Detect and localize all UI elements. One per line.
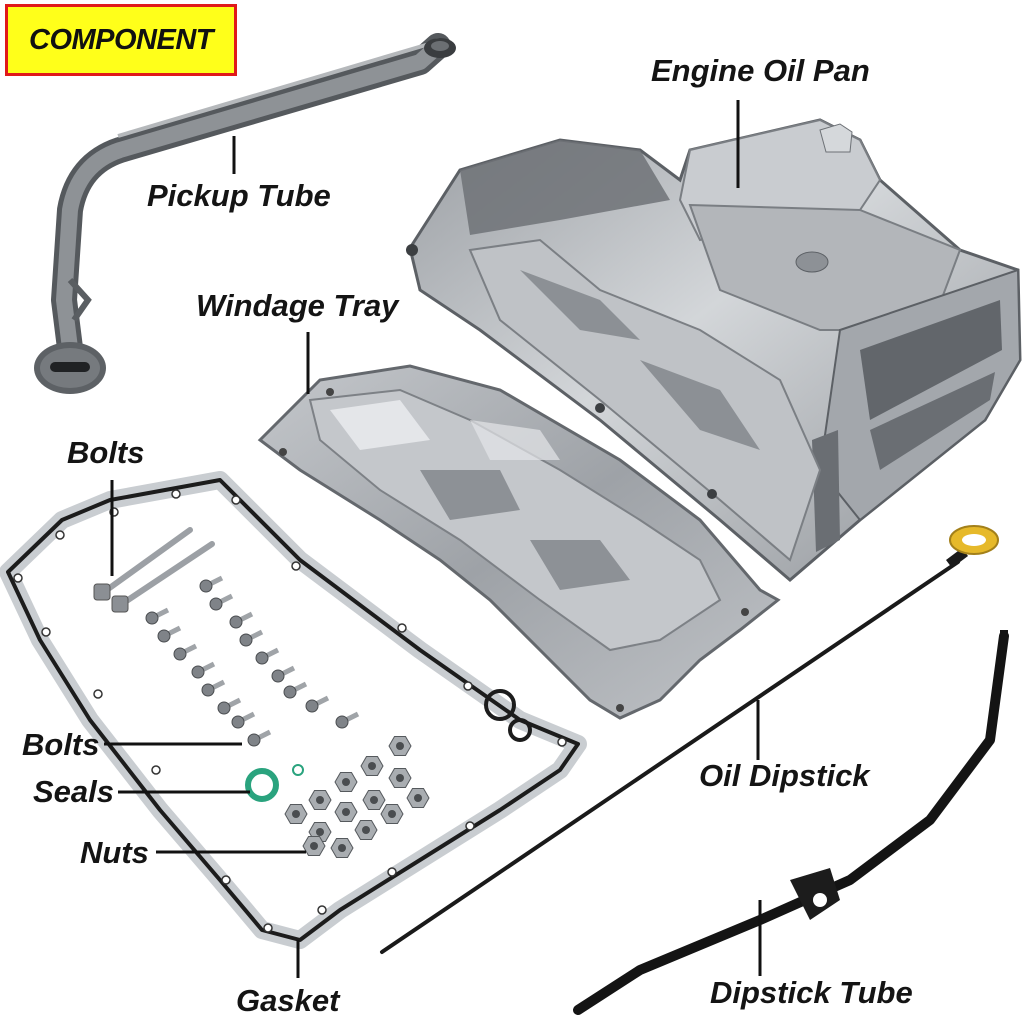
component-badge: COMPONENT [5, 4, 237, 76]
label-bolts-long: Bolts [67, 435, 145, 470]
pickup-tube-part [34, 33, 456, 394]
label-gasket: Gasket [236, 983, 340, 1018]
gasket-part [0, 471, 587, 949]
label-oil-dipstick: Oil Dipstick [699, 758, 870, 793]
label-bolts-short: Bolts [22, 727, 100, 762]
label-engine-oil-pan: Engine Oil Pan [651, 53, 870, 88]
short-bolts-part [145, 575, 360, 747]
dipstick-tube-part [573, 630, 1009, 1015]
component-badge-text: COMPONENT [29, 23, 214, 56]
label-pickup-tube: Pickup Tube [147, 178, 331, 213]
label-seals: Seals [33, 774, 115, 809]
oil-dipstick-part [380, 525, 999, 954]
seals-part [245, 764, 304, 802]
leader-lines [104, 100, 762, 978]
long-bolts-part [93, 527, 215, 613]
nuts-part [284, 736, 430, 858]
engine-oil-pan-part [406, 118, 1022, 582]
windage-tray-part [257, 364, 781, 720]
label-dipstick-tube: Dipstick Tube [710, 975, 913, 1010]
label-windage-tray: Windage Tray [196, 288, 399, 323]
label-nuts: Nuts [80, 835, 149, 870]
